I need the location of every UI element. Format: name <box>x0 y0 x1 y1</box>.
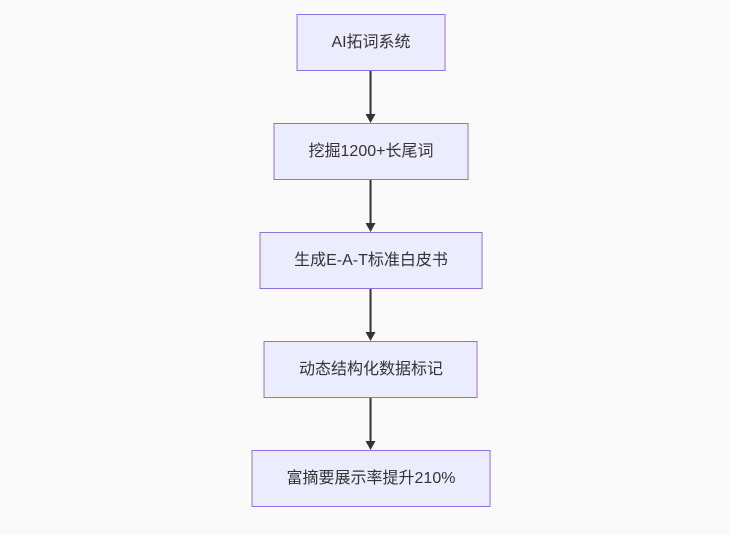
arrow-line <box>370 289 372 332</box>
flow-node-2: 挖掘1200+长尾词 <box>273 123 469 180</box>
flow-arrow-2 <box>366 180 376 232</box>
flow-arrow-4 <box>366 398 376 450</box>
arrow-line <box>370 398 372 441</box>
arrowhead-icon <box>366 441 376 450</box>
arrow-line <box>370 180 372 223</box>
arrowhead-icon <box>366 114 376 123</box>
arrow-line <box>370 71 372 114</box>
flow-arrow-1 <box>366 71 376 123</box>
arrowhead-icon <box>366 332 376 341</box>
flow-node-5: 富摘要展示率提升210% <box>251 450 491 507</box>
flowchart: AI拓词系统 挖掘1200+长尾词 生成E-A-T标准白皮书 动态结构化数据标记… <box>251 14 491 507</box>
flow-arrow-3 <box>366 289 376 341</box>
flow-node-4: 动态结构化数据标记 <box>263 341 478 398</box>
arrowhead-icon <box>366 223 376 232</box>
flow-node-1: AI拓词系统 <box>296 14 446 71</box>
flow-node-3: 生成E-A-T标准白皮书 <box>259 232 483 289</box>
